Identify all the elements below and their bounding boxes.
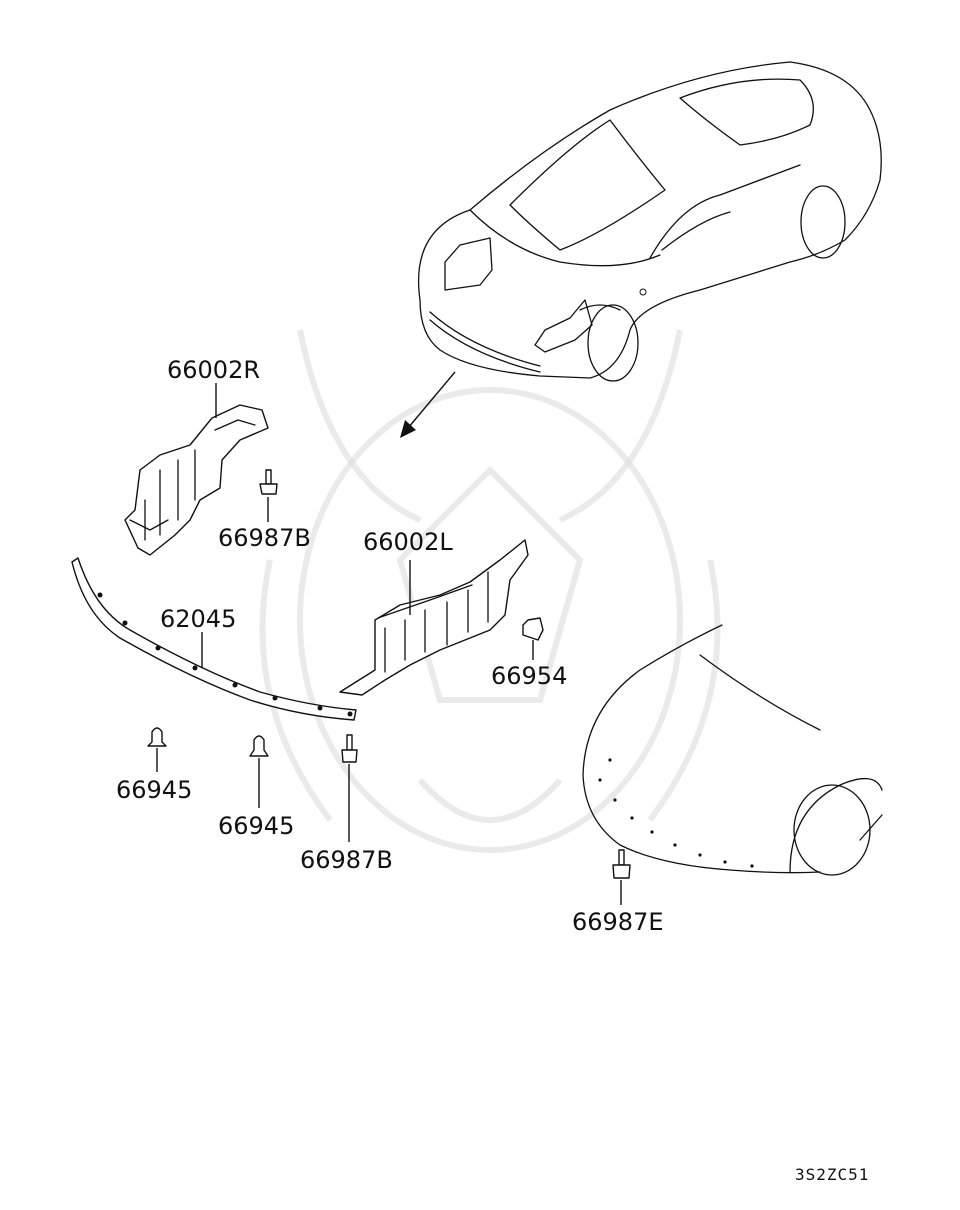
callout-66954: 66954 bbox=[491, 662, 567, 690]
fastener-66945-mid bbox=[249, 735, 269, 757]
car-upper-view bbox=[417, 61, 882, 382]
part-66954-clip bbox=[522, 617, 544, 641]
leader-lines bbox=[156, 383, 622, 905]
fastener-66945-left bbox=[147, 727, 167, 747]
callout-66945-mid: 66945 bbox=[218, 812, 294, 840]
callout-62045: 62045 bbox=[160, 605, 236, 633]
direction-arrow bbox=[400, 371, 456, 438]
part-62045-strip bbox=[71, 557, 357, 721]
callout-66987B-bottom: 66987B bbox=[300, 846, 393, 874]
callout-66987E: 66987E bbox=[572, 908, 664, 936]
diagram-code: 3S2ZC51 bbox=[795, 1165, 869, 1184]
car-front-view bbox=[582, 624, 883, 876]
callout-66945-left: 66945 bbox=[116, 776, 192, 804]
part-66002R-shield bbox=[124, 404, 269, 556]
fastener-66987B-bottom bbox=[341, 734, 358, 763]
callout-labels: 66002R 66987B 66002L 62045 66954 66945 6… bbox=[116, 356, 664, 936]
fastener-66987E bbox=[612, 849, 631, 879]
part-66002L-shield bbox=[339, 539, 529, 696]
watermark-emblem bbox=[259, 329, 721, 853]
fastener-66987B-top bbox=[259, 469, 278, 495]
callout-66002L: 66002L bbox=[363, 528, 453, 556]
callout-66002R: 66002R bbox=[167, 356, 260, 384]
callout-66987B-top: 66987B bbox=[218, 524, 311, 552]
